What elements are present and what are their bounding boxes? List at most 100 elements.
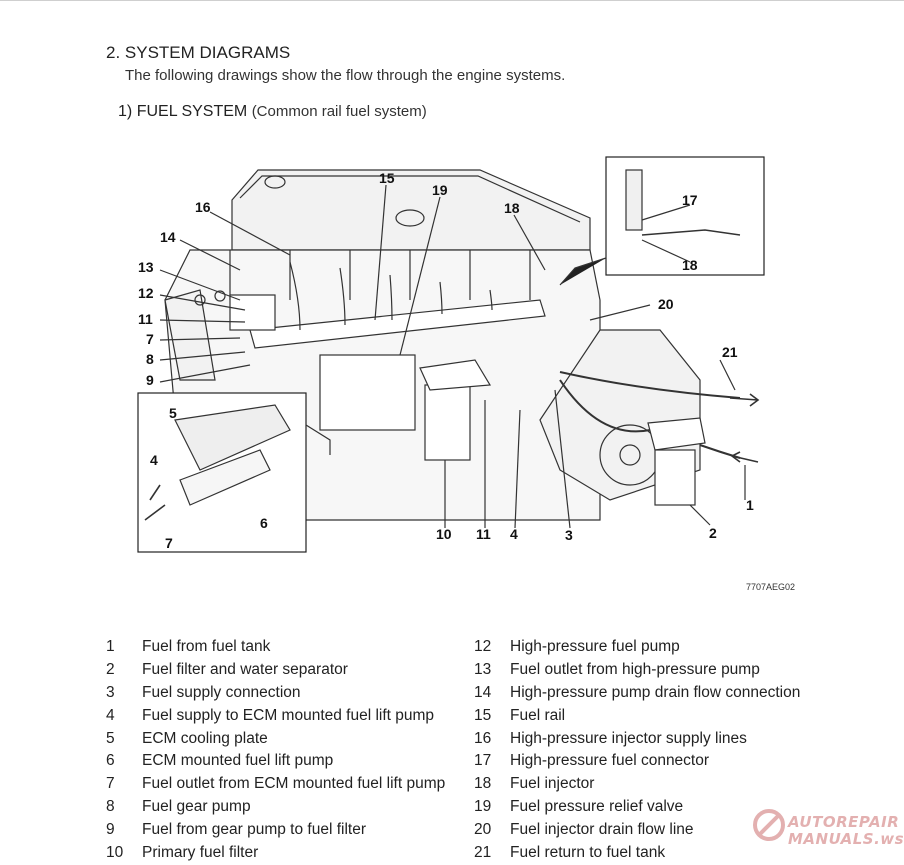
section-number: 1)	[118, 103, 133, 120]
legend-item: 15 Fuel rail	[474, 705, 800, 728]
legend-number: 5	[106, 729, 115, 747]
legend-text: ECM mounted fuel lift pump	[142, 752, 334, 770]
watermark-logo: AUTOREPAIR MANUALS.ws	[752, 808, 904, 858]
legend-number: 13	[474, 660, 492, 678]
legend-number: 18	[474, 775, 492, 793]
callout-21: 21	[722, 344, 738, 360]
top-rule	[0, 0, 904, 1]
legend-number: 3	[106, 683, 115, 701]
legend-item: 19 Fuel pressure relief valve	[474, 796, 800, 819]
legend-item: 20 Fuel injector drain flow line	[474, 819, 800, 842]
callout-14: 14	[160, 229, 176, 245]
legend-number: 1	[106, 638, 115, 655]
legend-item: 9 Fuel from gear pump to fuel filter	[106, 819, 445, 842]
legend-left: 1 Fuel from fuel tank 2 Fuel filter and wa…	[106, 636, 445, 865]
legend-item: 16 High-pressure injector supply lines	[474, 728, 800, 751]
legend-item: 4 Fuel supply to ECM mounted fuel lift pu…	[106, 705, 445, 728]
callout-15: 15	[379, 170, 395, 186]
callout-20: 20	[658, 296, 674, 312]
legend-text: High-pressure injector supply lines	[510, 729, 747, 747]
callout-9: 9	[146, 372, 154, 388]
legend-item: 10 Primary fuel filter	[106, 842, 445, 865]
legend-number: 4	[106, 706, 115, 724]
figure-code: 7707AEG02	[746, 582, 796, 592]
legend-right: 12 High-pressure fuel pump 13 Fuel outlet …	[474, 636, 800, 865]
legend-text: Fuel rail	[510, 706, 566, 724]
legend-item: 2 Fuel filter and water separator	[106, 659, 445, 682]
legend-text: Fuel injector drain flow line	[510, 821, 694, 839]
legend-text: Fuel supply to ECM mounted fuel lift pum…	[142, 706, 435, 724]
legend-text: Fuel filter and water separator	[142, 660, 348, 678]
legend-number: 9	[106, 821, 115, 839]
callout-1: 1	[746, 497, 754, 513]
fuel-system-diagram: 1 2 3 4 5 6 7 8 9 10 11 12 13 14 15 16 1…	[137, 156, 765, 553]
legend-number: 2	[106, 660, 115, 678]
watermark-text: AUTOREPAIR MANUALS.ws	[788, 814, 904, 848]
legend-item: 17 High-pressure fuel connector	[474, 750, 800, 773]
legend-item: 13 Fuel outlet from high-pressure pump	[474, 659, 800, 682]
legend-text: Fuel return to fuel tank	[510, 844, 666, 862]
callout-5: 5	[169, 405, 177, 421]
callout-11-pump: 11	[138, 311, 153, 327]
callout-4-inset: 4	[150, 452, 158, 468]
callout-3: 3	[565, 527, 573, 543]
callout-4: 4	[510, 526, 518, 542]
legend-item: 8 Fuel gear pump	[106, 796, 445, 819]
section-title: 1) FUEL SYSTEM (Common rail fuel system)	[118, 103, 427, 121]
wrench-logo-icon	[753, 809, 785, 841]
legend-number: 8	[106, 798, 115, 816]
legend-item: 21 Fuel return to fuel tank	[474, 842, 800, 865]
legend-number: 21	[474, 844, 492, 862]
page-subheading: The following drawings show the flow thr…	[125, 67, 566, 84]
section-name: FUEL SYSTEM	[136, 103, 248, 120]
section-subtitle: (Common rail fuel system)	[251, 103, 427, 120]
watermark-line-2: MANUALS.ws	[788, 830, 904, 848]
legend-item: 7 Fuel outlet from ECM mounted fuel lift …	[106, 773, 445, 796]
callout-2: 2	[709, 525, 717, 541]
legend-text: ECM cooling plate	[142, 729, 268, 747]
page-heading: 2. SYSTEM DIAGRAMS	[106, 43, 291, 62]
legend-text: High-pressure pump drain flow connection	[510, 683, 801, 701]
legend-text: Fuel from fuel tank	[142, 638, 271, 655]
legend-number: 17	[474, 752, 492, 770]
legend-text: Fuel outlet from high-pressure pump	[510, 660, 760, 678]
legend-number: 19	[474, 798, 492, 816]
legend-item: 14 High-pressure pump drain flow connecti…	[474, 682, 800, 705]
callout-17: 17	[682, 192, 698, 208]
callout-7-inset: 7	[165, 535, 173, 551]
legend-item: 1 Fuel from fuel tank	[106, 636, 445, 659]
legend-text: Fuel from gear pump to fuel filter	[142, 821, 366, 839]
callout-8: 8	[146, 351, 154, 367]
legend-number: 12	[474, 638, 492, 655]
legend-item: 12 High-pressure fuel pump	[474, 636, 800, 659]
legend-number: 20	[474, 821, 492, 839]
callout-18: 18	[504, 200, 520, 216]
legend-text: Fuel supply connection	[142, 683, 301, 701]
legend-number: 6	[106, 752, 115, 770]
engine-drawing	[137, 156, 765, 553]
legend-item: 5 ECM cooling plate	[106, 728, 445, 751]
callout-7: 7	[146, 331, 154, 347]
callout-19: 19	[432, 182, 448, 198]
callout-13: 13	[138, 259, 154, 275]
legend-text: Fuel outlet from ECM mounted fuel lift p…	[142, 775, 446, 793]
legend-item: 6 ECM mounted fuel lift pump	[106, 750, 445, 773]
legend-number: 10	[106, 844, 124, 862]
callout-12: 12	[138, 285, 154, 301]
callout-6: 6	[260, 515, 268, 531]
legend-number: 14	[474, 683, 492, 701]
legend-item: 3 Fuel supply connection	[106, 682, 445, 705]
legend-text: Fuel gear pump	[142, 798, 251, 816]
legend-text: High-pressure fuel connector	[510, 752, 710, 770]
legend-text: Fuel pressure relief valve	[510, 798, 684, 816]
legend-text: High-pressure fuel pump	[510, 638, 680, 655]
figure-callouts: 1 2 3 4 5 6 7 8 9 10 11 12 13 14 15 16 1…	[138, 170, 754, 551]
legend-number: 16	[474, 729, 492, 747]
callout-18-inset: 18	[682, 257, 698, 273]
legend-number: 15	[474, 706, 492, 724]
legend-text: Primary fuel filter	[142, 844, 259, 862]
legend-number: 7	[106, 775, 115, 793]
callout-10: 10	[436, 526, 452, 542]
watermark-line-1: AUTOREPAIR	[788, 813, 900, 831]
